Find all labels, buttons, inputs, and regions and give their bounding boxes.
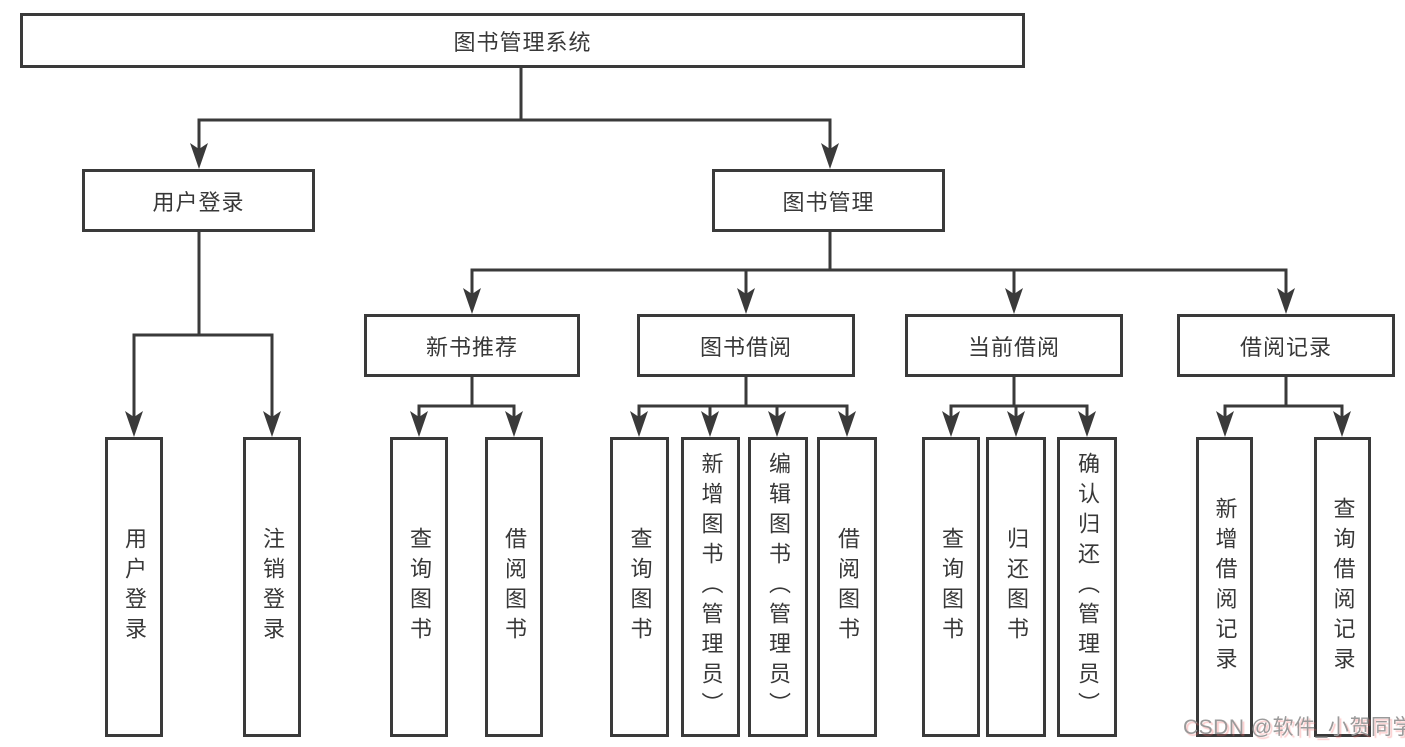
leaf-current-return: 归还图书 <box>986 437 1046 737</box>
connector-paths <box>132 67 1344 417</box>
node-new-book-recommend: 新书推荐 <box>364 314 580 377</box>
leaf-borrow-query: 查询图书 <box>610 437 669 737</box>
node-user-login: 用户登录 <box>82 169 315 232</box>
connector-root-branch <box>197 118 832 149</box>
arrowhead <box>263 411 281 437</box>
arrowhead <box>190 143 208 169</box>
arrowhead <box>125 411 143 437</box>
arrowhead <box>838 411 856 437</box>
node-book-management: 图书管理 <box>712 169 945 232</box>
leaf-newbooks-borrow: 借阅图书 <box>485 437 543 737</box>
arrowhead <box>768 411 786 437</box>
arrowhead <box>1333 411 1351 437</box>
arrowhead <box>1078 411 1096 437</box>
leaf-borrow-borrow: 借阅图书 <box>817 437 877 737</box>
node-book-borrow: 图书借阅 <box>637 314 855 377</box>
arrowhead <box>1005 288 1023 314</box>
connector-newbooks-branch <box>417 404 516 417</box>
leaf-records-add: 新增借阅记录 <box>1196 437 1253 737</box>
node-current-borrow: 当前借阅 <box>905 314 1123 377</box>
arrowhead <box>463 288 481 314</box>
connector-current-branch <box>949 404 1089 417</box>
connector-userlogin-branch <box>132 333 274 417</box>
arrowhead <box>1007 411 1025 437</box>
leaf-current-query: 查询图书 <box>922 437 980 737</box>
leaf-logout: 注销登录 <box>243 437 301 737</box>
leaf-borrow-add-admin: 新增图书（管理员） <box>681 437 740 737</box>
connector-bookborrow-branch <box>637 404 849 417</box>
connector-records-branch <box>1223 404 1344 417</box>
leaf-user-login: 用户登录 <box>105 437 163 737</box>
arrowhead <box>1216 411 1234 437</box>
arrowhead <box>410 411 428 437</box>
node-root-title: 图书管理系统 <box>20 13 1025 68</box>
leaf-records-query: 查询借阅记录 <box>1314 437 1371 737</box>
watermark: CSDN @软件_小贺同学 <box>1183 716 1405 739</box>
arrowhead <box>630 411 648 437</box>
arrowheads <box>125 143 1351 437</box>
node-borrow-records: 借阅记录 <box>1177 314 1395 377</box>
leaf-borrow-edit-admin: 编辑图书（管理员） <box>748 437 808 737</box>
arrowhead <box>942 411 960 437</box>
connector-bookmgmt-branch <box>470 268 1288 294</box>
arrowhead <box>821 143 839 169</box>
leaf-newbooks-query: 查询图书 <box>390 437 448 737</box>
arrowhead <box>737 288 755 314</box>
arrowhead <box>1277 288 1295 314</box>
leaf-current-confirm-admin: 确认归还（管理员） <box>1057 437 1117 737</box>
arrowhead <box>701 411 719 437</box>
arrowhead <box>505 411 523 437</box>
